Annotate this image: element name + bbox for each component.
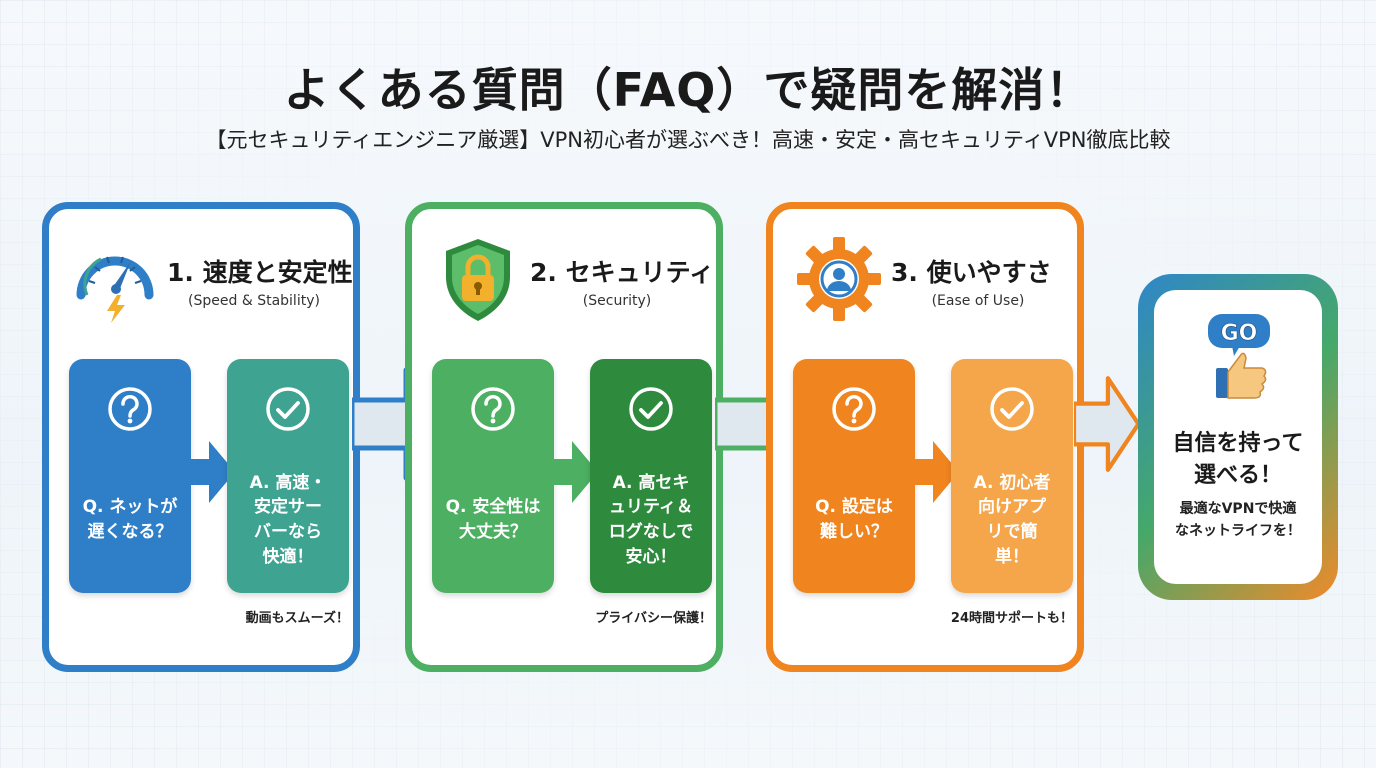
panel-speed-stability: 1. 速度と安定性 (Speed & Stability) Q. ネットが 遅く… [42, 202, 360, 672]
flow-arrow [185, 441, 235, 503]
check-icon [990, 387, 1034, 431]
conclusion-box: GO 自信を持って 選べる！ 最適なVPNで快適 なネットライフを！ [1138, 274, 1338, 600]
go-badge-text: GO [1221, 321, 1258, 346]
flow-arrow [548, 441, 598, 503]
panel-subtitle: (Ease of Use) [931, 293, 1025, 309]
question-icon [471, 387, 515, 431]
page-title: よくある質問（FAQ）で疑問を解消！ [283, 63, 1093, 117]
panel-subtitle: (Security) [582, 293, 652, 309]
panel-title: 1. 速度と安定性 [167, 258, 353, 287]
panel-title: 3. 使いやすさ [891, 258, 1052, 287]
panel-ease-of-use: 3. 使いやすさ (Ease of Use) Q. 設定は 難しい？ A. 初心… [766, 202, 1084, 672]
check-icon [266, 387, 310, 431]
go-thumbs-up-icon: GO [1208, 314, 1270, 399]
question-icon [108, 387, 152, 431]
panel-security: 2. セキュリティ (Security) Q. 安全性は 大丈夫？ A. 高セキ… [405, 202, 723, 672]
question-text: Q. 安全性は 大丈夫？ [445, 497, 541, 542]
question-card: Q. 設定は 難しい？ [793, 359, 915, 593]
check-icon [629, 387, 673, 431]
question-icon [832, 387, 876, 431]
shield-lock-icon [446, 239, 510, 321]
answer-text: A. 初心者 向けアプ リで簡 単！ [973, 472, 1051, 567]
panel-note: 24時間サポートも！ [950, 611, 1073, 626]
question-text: Q. 設定は 難しい？ [815, 497, 893, 542]
conclusion-text: 最適なVPNで快適 なネットライフを！ [1175, 501, 1301, 540]
panel-note: プライバシー保護！ [595, 611, 712, 626]
panel-title: 2. セキュリティ [530, 258, 715, 287]
panel-note: 動画もスムーズ！ [245, 611, 349, 626]
speedometer-icon [76, 256, 154, 323]
panel-connector-arrow [1074, 376, 1141, 472]
question-text: Q. ネットが 遅くなる？ [82, 497, 178, 542]
answer-card: A. 高セキ ュリティ＆ ログなしで 安心！ [590, 359, 712, 593]
flow-arrow [909, 441, 959, 503]
panel-subtitle: (Speed & Stability) [188, 293, 320, 309]
question-card: Q. ネットが 遅くなる？ [69, 359, 191, 593]
conclusion-title: 自信を持って 選べる！ [1172, 431, 1304, 488]
answer-card: A. 高速・ 安定サー バーなら 快適！ [227, 359, 349, 593]
answer-text: A. 高速・ 安定サー バーなら 快適！ [249, 472, 327, 567]
answer-card: A. 初心者 向けアプ リで簡 単！ [951, 359, 1073, 593]
page-subtitle: 【元セキュリティエンジニア厳選】VPN初心者が選ぶべき！高速・安定・高セキュリテ… [205, 128, 1171, 152]
gear-user-icon [797, 237, 881, 321]
answer-text: A. 高セキ ュリティ＆ ログなしで 安心！ [608, 472, 694, 567]
question-card: Q. 安全性は 大丈夫？ [432, 359, 554, 593]
